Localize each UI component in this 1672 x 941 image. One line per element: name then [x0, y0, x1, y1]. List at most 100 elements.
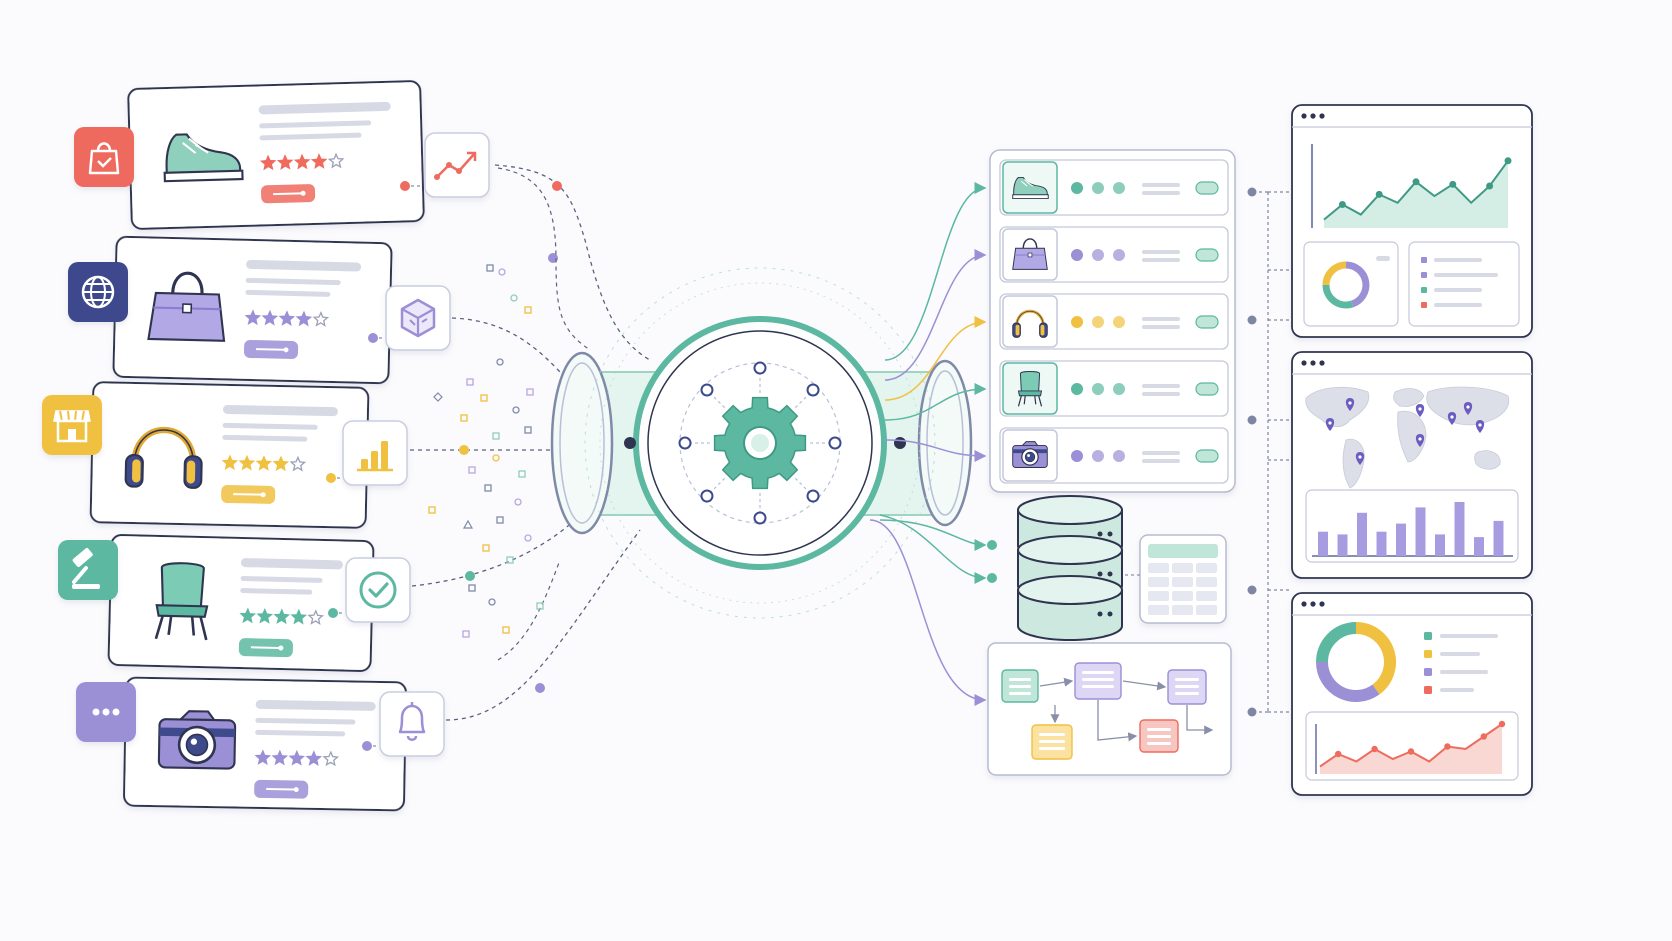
- bell-icon: [398, 702, 426, 741]
- badge-icon-wrap: [92, 708, 120, 716]
- text-line: [222, 434, 308, 442]
- donut-slice: [1316, 622, 1357, 663]
- storage-node: [987, 540, 997, 550]
- bar-chart-bar: [361, 459, 368, 469]
- side-tile: [424, 132, 490, 198]
- table-cell: [1148, 605, 1169, 615]
- workflow-node-line: [1039, 747, 1065, 750]
- particle: [466, 378, 474, 386]
- chair-seat: [1017, 390, 1043, 397]
- donut-slice: [1345, 261, 1370, 308]
- gavel-icon: [72, 548, 100, 589]
- line-point: [1444, 743, 1451, 750]
- legend-swatch: [1421, 257, 1427, 263]
- flow-dot: [465, 571, 475, 581]
- card-connector-dot: [368, 333, 378, 343]
- camera-lens-inner: [1024, 451, 1036, 463]
- title-line: [255, 699, 376, 711]
- output-row-line: [1142, 392, 1180, 396]
- dashboard-bus-dot: [1247, 315, 1257, 325]
- star-rating: [221, 454, 307, 472]
- headphones-right-pad: [186, 460, 196, 484]
- output-row-thumb: [1002, 295, 1058, 348]
- donut-slice: [1322, 284, 1354, 309]
- line-point: [1371, 745, 1378, 753]
- star-filled: [290, 608, 308, 625]
- headphones-band-outline: [133, 429, 194, 467]
- output-row-line: [1142, 258, 1180, 262]
- gavel-base: [72, 584, 100, 589]
- trend-point: [456, 168, 462, 174]
- hub-node: [806, 383, 820, 397]
- star-filled: [273, 608, 291, 625]
- dashboard-bus-dot: [1247, 415, 1257, 425]
- output-row-line: [1142, 384, 1180, 388]
- output-row-dot: [1092, 383, 1104, 395]
- legend-swatch: [1421, 287, 1427, 293]
- gavel-head: [72, 548, 93, 567]
- window-dot: [1310, 360, 1316, 366]
- star-filled: [295, 310, 313, 327]
- sneaker-icon: [1012, 176, 1049, 200]
- table-cell: [1172, 577, 1193, 587]
- title-line: [240, 558, 343, 570]
- text-line: [222, 422, 318, 430]
- card-connector-dot: [400, 181, 410, 191]
- sneaker-icon: [163, 133, 244, 183]
- output-row-icon: [1012, 309, 1048, 338]
- output-row-dot: [1113, 450, 1125, 462]
- output-panel: [884, 149, 1236, 493]
- cube-icon: [400, 298, 436, 338]
- bar-mark: [1474, 537, 1484, 556]
- table-cell: [1172, 591, 1193, 601]
- output-flow-arrow: [884, 439, 987, 462]
- star-empty: [312, 311, 330, 327]
- output-flow-arrow: [884, 383, 987, 421]
- particle: [514, 498, 522, 506]
- trend-point: [434, 174, 440, 180]
- side-icon-wrap: [434, 151, 477, 180]
- star-empty: [327, 152, 345, 169]
- flow-line: [497, 167, 591, 351]
- workflow-node-line: [1009, 678, 1031, 681]
- continent: [1397, 410, 1427, 463]
- workflow-node-line: [1082, 685, 1114, 688]
- action-pill-dot: [283, 347, 289, 353]
- handbag-clasp: [1027, 252, 1033, 258]
- star-filled: [278, 310, 296, 327]
- legend-swatch: [1424, 686, 1432, 694]
- side-tile: [345, 557, 411, 623]
- camera-lens-glint: [1027, 454, 1030, 457]
- action-pill-dot: [260, 492, 266, 498]
- store-awning-stripes: [59, 410, 85, 422]
- database-led: [1107, 611, 1113, 617]
- workflow-node-line: [1147, 735, 1171, 738]
- star-filled: [261, 309, 279, 326]
- database-layer-top: [1017, 495, 1123, 525]
- storage-flow-arrow: [879, 514, 987, 584]
- flow-dot: [535, 683, 545, 693]
- output-row-toggle: [1195, 181, 1219, 195]
- side-icon-wrap: [398, 702, 426, 741]
- mini-card: [1303, 241, 1399, 327]
- output-row-dot: [1071, 450, 1083, 462]
- cube-edges: [401, 308, 435, 336]
- database-layer-top: [1017, 535, 1123, 565]
- output-row-dot: [1071, 182, 1083, 194]
- handbag-body: [147, 291, 226, 342]
- side-tile: [379, 691, 445, 757]
- star-filled: [271, 749, 289, 766]
- workflow-node-line: [1009, 692, 1031, 695]
- output-row-toggle: [1195, 449, 1219, 463]
- dashboard-bus-dot: [1247, 187, 1257, 197]
- table-header: [1148, 544, 1218, 558]
- particle: [480, 394, 488, 402]
- particle: [484, 484, 492, 492]
- particle: [498, 268, 506, 276]
- headphones-left-pad: [1015, 324, 1020, 336]
- chair-legs: [1017, 395, 1043, 407]
- category-badge: [74, 127, 134, 187]
- workflow-edge: [1186, 705, 1214, 735]
- particle: [468, 584, 476, 592]
- store-door: [68, 429, 76, 441]
